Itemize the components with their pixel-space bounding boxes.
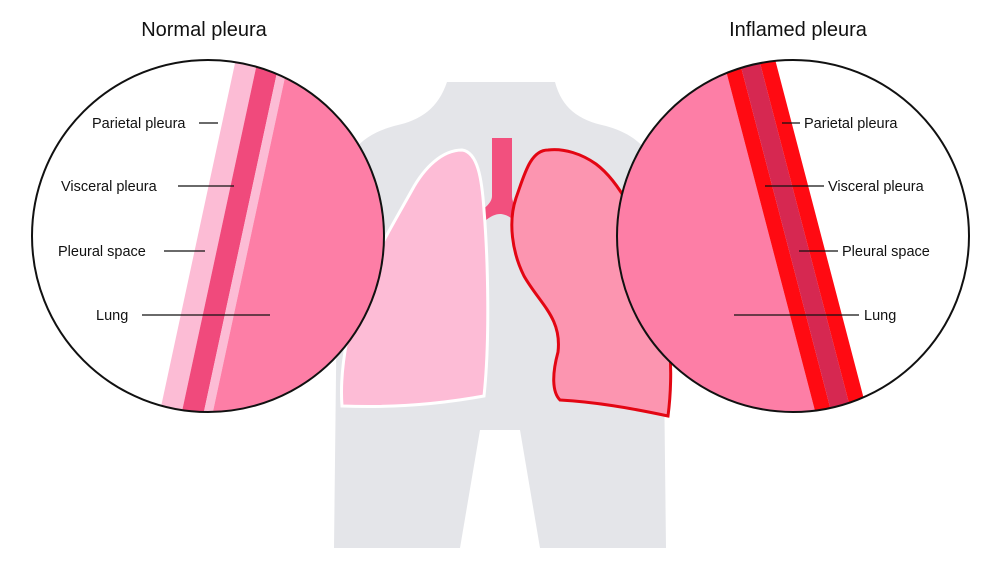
inflamed-label-lung: Lung — [864, 308, 896, 324]
normal-label-space: Pleural space — [58, 244, 146, 260]
inflamed-pleural-space — [734, 60, 856, 412]
normal-pleural-space — [200, 60, 293, 412]
normal-visceral-layer — [178, 60, 284, 412]
inflamed-lung-tissue — [617, 60, 820, 412]
normal-label-parietal: Parietal pleura — [92, 116, 186, 132]
inflamed-visceral-layer — [718, 60, 836, 412]
healthy-lung — [340, 148, 490, 409]
normal-parietal-layer — [156, 60, 262, 412]
inflamed-label-parietal: Parietal pleura — [804, 116, 898, 132]
normal-label-visceral: Visceral pleura — [61, 179, 158, 195]
normal-pleura-title: Normal pleura — [141, 19, 267, 41]
inflamed-pleura-title: Inflamed pleura — [729, 19, 868, 41]
inflamed-parietal-layer — [754, 60, 872, 412]
inflamed-pleura-zoom — [616, 59, 970, 413]
trachea — [476, 138, 524, 222]
inflamed-label-visceral: Visceral pleura — [828, 179, 925, 195]
normal-label-lung: Lung — [96, 308, 128, 324]
inflamed-label-space: Pleural space — [842, 244, 930, 260]
inflamed-zoom-circle-outline — [616, 59, 970, 413]
normal-zoom-circle-outline — [31, 59, 385, 413]
